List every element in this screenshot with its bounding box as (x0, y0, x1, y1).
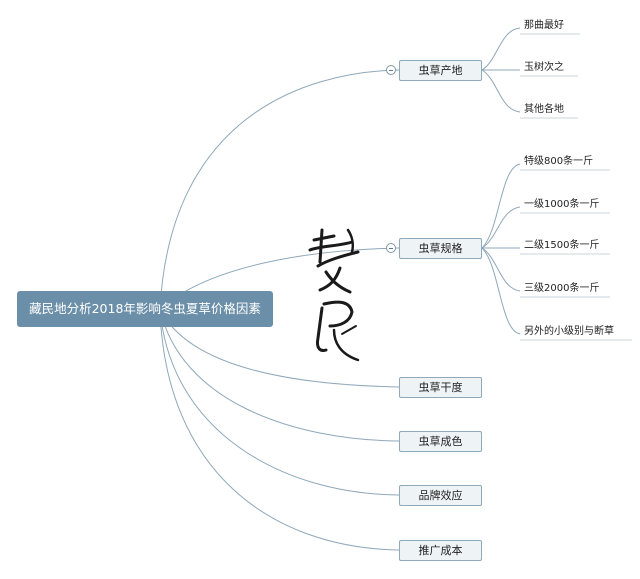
leaf-topic[interactable]: 另外的小级别与断草 (524, 326, 614, 337)
leaf-topic[interactable]: 其他各地 (524, 104, 564, 115)
edge-branch-2-leaf-2 (481, 206, 521, 249)
leaf-underline (520, 33, 632, 341)
edge-branch-1-leaf-1 (481, 27, 521, 71)
leaf-topic[interactable]: 那曲最好 (524, 20, 564, 31)
edge-root-branch-3 (159, 308, 400, 388)
edge-root-branch-1 (159, 69, 400, 310)
edge-root-branch-5 (159, 308, 400, 496)
root-topic[interactable]: 藏民地分析2018年影响冬虫夏草价格因素 (17, 291, 273, 327)
calligraphy-watermark (308, 228, 360, 362)
edge-branch-2-leaf-4 (481, 247, 521, 292)
branch-topic-brand[interactable]: 品牌效应 (399, 485, 482, 506)
leaf-topic[interactable]: 一级1000条一斤 (524, 199, 600, 210)
collapse-toggle-icon[interactable] (386, 243, 396, 253)
edge-branch-2-leaf-5 (481, 247, 521, 335)
leaf-topic[interactable]: 玉树次之 (524, 62, 564, 73)
collapse-toggle-icon[interactable] (386, 65, 396, 75)
edge-branch-1-leaf-3 (481, 69, 521, 113)
branch-topic-color[interactable]: 虫草成色 (399, 431, 482, 452)
branch-topic-origin[interactable]: 虫草产地 (399, 60, 482, 81)
leaf-topic[interactable]: 二级1500条一斤 (524, 240, 600, 251)
edge-root-branch-6 (159, 308, 400, 551)
leaf-topic[interactable]: 特级800条一斤 (524, 156, 594, 167)
leaf-topic[interactable]: 三级2000条一斤 (524, 283, 600, 294)
branch-topic-promotion[interactable]: 推广成本 (399, 540, 482, 561)
edge-root-branch-4 (159, 308, 400, 442)
branch-topic-dryness[interactable]: 虫草干度 (399, 377, 482, 398)
branch-topic-spec[interactable]: 虫草规格 (399, 238, 482, 259)
edge-branch-2-leaf-1 (481, 163, 521, 249)
